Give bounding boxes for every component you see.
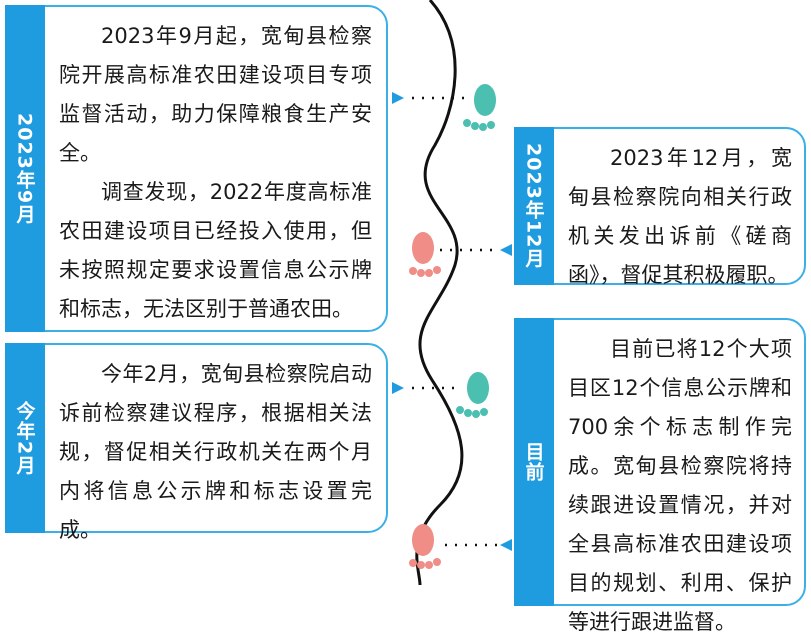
timeline-card-2023-9: 2023年9月 2023年9月起，宽甸县检察院开展高标准农田建设项目专项监督活动…: [5, 5, 388, 332]
card-paragraph: 2023年9月起，宽甸县检察院开展高标准农田建设项目专项监督活动，助力保障粮食生…: [59, 24, 372, 165]
footprint-teal-icon: [463, 84, 496, 131]
footprint-pink-icon: [409, 524, 441, 569]
card-body: 2023年12月，宽甸县检察院向相关行政机关发出诉前《磋商函》，督促其积极履职。: [568, 139, 792, 287]
timeline-wave-line: [415, 0, 464, 586]
card-paragraph: 今年2月，宽甸县检察院启动诉前检察建议程序，根据相关法规，督促相关行政机关在两个…: [59, 362, 372, 542]
connector-2: [440, 244, 512, 256]
timeline-graphic: [392, 0, 512, 586]
footprint-pink-icon: [409, 232, 441, 277]
card-paragraph: 调查发现，2022年度高标准农田建设项目已经投入使用，但未按照规定要求设置信息公…: [59, 180, 372, 321]
card-label: 目前: [514, 318, 554, 606]
card-body: 目前已将12个大项目区12个信息公示牌和700余个标志制作完成。宽甸县检察院将持…: [568, 330, 792, 634]
card-label: 今年2月: [5, 343, 45, 533]
card-paragraph: 目前已将12个大项目区12个信息公示牌和700余个标志制作完成。宽甸县检察院将持…: [568, 337, 792, 634]
timeline-card-feb: 今年2月 今年2月，宽甸县检察院启动诉前检察建议程序，根据相关法规，督促相关行政…: [5, 343, 388, 542]
connector-1: [392, 92, 470, 104]
connector-3: [392, 382, 460, 394]
card-body: 今年2月，宽甸县检察院启动诉前检察建议程序，根据相关法规，督促相关行政机关在两个…: [59, 355, 372, 542]
timeline-card-2023-12: 2023年12月 2023年12月，宽甸县检察院向相关行政机关发出诉前《磋商函》…: [514, 127, 806, 287]
card-paragraph: 2023年12月，宽甸县检察院向相关行政机关发出诉前《磋商函》，督促其积极履职。: [568, 146, 792, 287]
timeline-card-current: 目前 目前已将12个大项目区12个信息公示牌和700余个标志制作完成。宽甸县检察…: [514, 318, 806, 634]
footprint-teal-icon: [456, 372, 489, 418]
card-body: 2023年9月起，宽甸县检察院开展高标准农田建设项目专项监督活动，助力保障粮食生…: [59, 17, 372, 322]
connector-4: [445, 539, 512, 551]
card-label: 2023年12月: [514, 127, 554, 285]
card-label: 2023年9月: [5, 5, 45, 332]
